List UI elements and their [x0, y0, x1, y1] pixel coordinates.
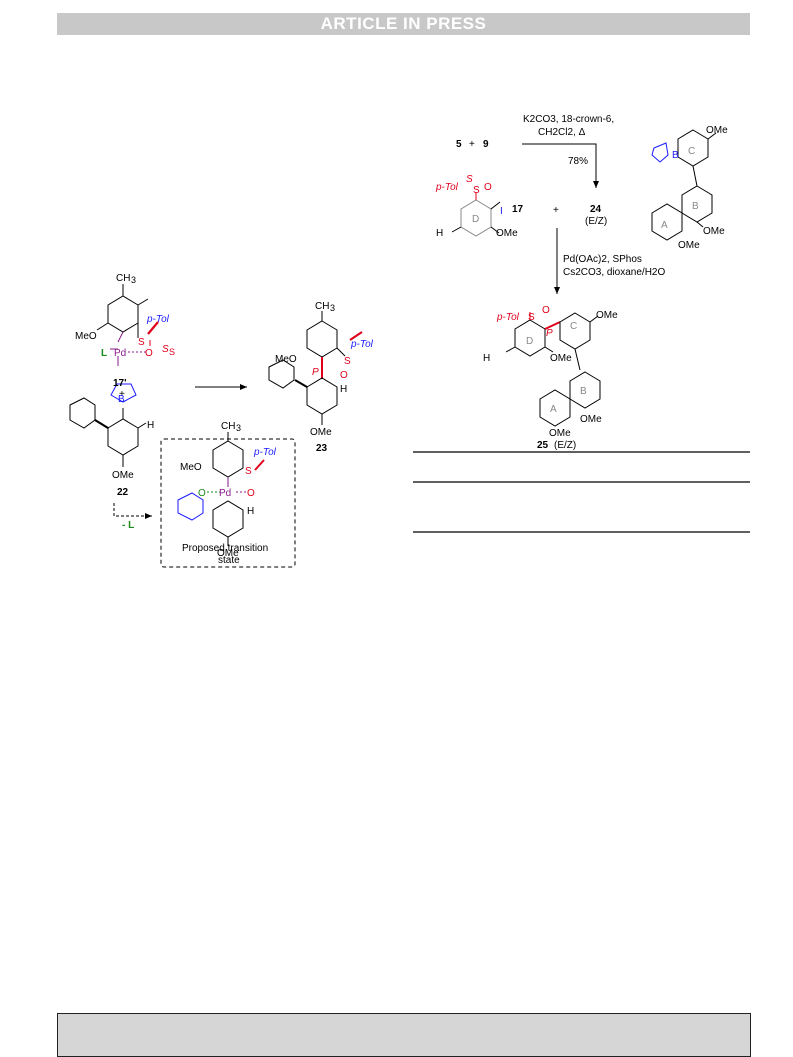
o-label-17p: O — [145, 348, 153, 359]
ome-label-25-a: OMe — [549, 428, 571, 439]
ss-label-17: S — [466, 174, 473, 185]
arrow-to-24 — [522, 143, 599, 188]
reagents-top-2: CH2Cl2, Δ — [538, 127, 586, 138]
ome-label-24-a: OMe — [678, 240, 700, 251]
structure-23 — [268, 311, 363, 425]
i-label-17: I — [500, 206, 503, 217]
ring-d-25: D — [526, 336, 533, 347]
ptol-label-25: p-Tol — [496, 312, 520, 323]
s-label-17: S — [473, 185, 480, 196]
p-label-25: P — [546, 328, 553, 339]
reagents-top-1: K2CO3, 18-crown-6, — [523, 114, 614, 125]
pd-label-ts: Pd — [219, 488, 231, 499]
o-label-25: O — [542, 305, 550, 316]
h-label-22: H — [147, 420, 154, 431]
ome-label-24-c: OMe — [706, 125, 728, 136]
compound-22-label: 22 — [117, 487, 129, 498]
s-label-23: S — [344, 356, 351, 367]
ez-25: (E/Z) — [554, 440, 576, 451]
ome-label-17: OMe — [496, 228, 518, 239]
ss-sub-17p: S — [169, 347, 175, 357]
plus-5-9: + — [469, 139, 475, 150]
minus-L-arrow — [113, 503, 152, 519]
ch3-label-ts: CH — [221, 421, 235, 432]
structure-22 — [69, 383, 147, 467]
ch3-sub-23: 3 — [330, 303, 335, 313]
b-label-24: B — [672, 150, 679, 161]
ptol-label-17: p-Tol — [435, 182, 459, 193]
ptol-label-17p: p-Tol — [146, 314, 170, 325]
yield-label: 78% — [568, 156, 588, 167]
right-scheme — [413, 129, 750, 533]
ts-caption-1: Proposed transition — [182, 543, 268, 554]
ome-label-ts: OMe — [217, 548, 239, 559]
ome-label-25-c: OMe — [596, 310, 618, 321]
ome-label-25-b: OMe — [580, 414, 602, 425]
ome-label-24-b: OMe — [703, 226, 725, 237]
compound-17p-label: 17' — [113, 378, 127, 389]
ring-b-25: B — [580, 386, 587, 397]
ss-label-17p: S — [162, 344, 169, 355]
ch3-label-23: CH — [315, 301, 329, 312]
structure-24 — [651, 129, 717, 241]
banner-text: ARTICLE IN PRESS — [320, 14, 487, 33]
ch3-sub-ts: 3 — [236, 423, 241, 433]
ch3-sub-17p: 3 — [131, 275, 136, 285]
compound-9-label: 9 — [483, 139, 489, 150]
minus-l-label: - L — [122, 520, 134, 531]
ring-d-17: D — [472, 214, 479, 225]
s-label-17p: S — [138, 337, 145, 348]
meo-label-ts: MeO — [180, 462, 202, 473]
compound-23-label: 23 — [316, 443, 328, 454]
footer-box — [57, 1013, 751, 1057]
ptol-label-ts: p-Tol — [253, 447, 277, 458]
h3c-label-25: H — [483, 353, 490, 364]
ch3-label-17p: CH — [116, 273, 130, 284]
o-label-23: O — [340, 370, 348, 381]
p-label-23: P — [312, 367, 319, 378]
reagents-bottom-1: Pd(OAc)2, SPhos — [563, 254, 642, 265]
o-label-17: O — [484, 182, 492, 193]
o-label-ts: O — [247, 488, 255, 499]
right-scheme-labels: K2CO3, 18-crown-6, CH2Cl2, Δ 78% 5 + 9 S… — [435, 114, 728, 451]
compound-17-label: 17 — [512, 204, 524, 215]
reagents-bottom-2: Cs2CO3, dioxane/H2O — [563, 267, 665, 278]
pd-label-17p: Pd — [114, 348, 126, 359]
ez-24: (E/Z) — [585, 216, 607, 227]
h3c-label-17: H — [436, 228, 443, 239]
meo-label-23: MeO — [275, 354, 297, 365]
ring-a-24: A — [661, 220, 668, 231]
meo-label-17p: MeO — [75, 331, 97, 342]
s-label-25: S — [528, 312, 535, 323]
article-in-press-banner: ARTICLE IN PRESS — [57, 13, 750, 35]
ome-label-22: OMe — [112, 470, 134, 481]
plus-left: + — [119, 389, 125, 400]
structure-25 — [505, 312, 601, 427]
ome-label-23: OMe — [310, 427, 332, 438]
structure-17p — [96, 284, 159, 366]
compound-5-label: 5 — [456, 139, 462, 150]
structure-17 — [451, 192, 501, 237]
plus-17-24: + — [553, 205, 559, 216]
ring-b-24: B — [692, 201, 699, 212]
h-label-ts: H — [247, 506, 254, 517]
ring-a-25: A — [550, 404, 557, 415]
l-label-17p: L — [101, 348, 107, 359]
ring-c-24: C — [688, 146, 695, 157]
ring-c-25: C — [570, 321, 577, 332]
compound-24-label: 24 — [590, 204, 602, 215]
o-green-label-ts: O — [198, 488, 206, 499]
s-label-ts: S — [245, 466, 252, 477]
ptol-label-23: p-Tol — [350, 339, 374, 350]
structure-ts — [177, 432, 265, 546]
ts-caption-2: state — [218, 555, 240, 566]
left-scheme — [69, 284, 363, 568]
ome-label-25-d: OMe — [550, 353, 572, 364]
b-label-22: B — [118, 394, 125, 405]
left-scheme-labels: CH 3 MeO p-Tol S O Pd L S S 17' + B H OM… — [75, 273, 374, 566]
h-label-23: H — [340, 384, 347, 395]
compound-25-label: 25 — [537, 440, 549, 451]
